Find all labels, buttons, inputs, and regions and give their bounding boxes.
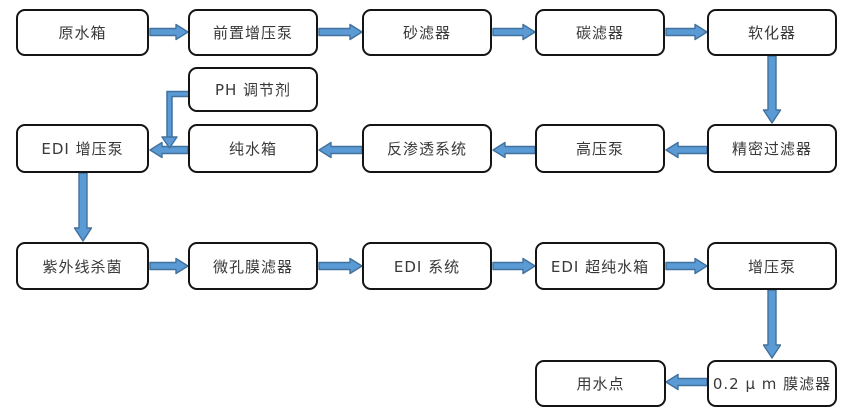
arrow-softener-to-precision-filter [762,55,782,124]
node-precision-filter: 精密过滤器 [707,124,837,173]
node-label: 原水箱 [58,24,107,42]
node-label: 增压泵 [747,257,796,276]
node-uv-sterilizer: 紫外线杀菌 [16,242,149,290]
arrow-boost-pump-to-membrane-filter-02um [762,289,782,359]
node-sand-filter: 砂滤器 [362,9,492,56]
arrow-edi-system-to-edi-ultrapure-tank [492,257,536,275]
arrow-uv-sterilizer-to-micro-membrane-filter [149,257,189,275]
arrow-precision-filter-to-high-pressure-pump [665,141,708,159]
connector-ph-adjuster-arrowhead [161,136,178,149]
node-label: 精密过滤器 [731,140,812,158]
node-softener: 软化器 [707,9,837,56]
arrow-raw-water-tank-to-pre-boost-pump [149,23,189,41]
node-pure-water-tank: 纯水箱 [188,124,318,173]
node-label: EDI 超纯水箱 [550,257,650,276]
arrow-ro-system-to-pure-water-tank [318,141,363,159]
arrow-pure-water-tank-to-edi-boost-pump [149,141,189,159]
arrow-pre-boost-pump-to-sand-filter [318,23,363,41]
node-label: 砂滤器 [402,24,451,42]
node-label: 软化器 [747,24,796,42]
node-edi-system: EDI 系统 [362,242,492,290]
node-high-pressure-pump: 高压泵 [535,124,665,173]
node-boost-pump: 增压泵 [707,242,837,290]
node-edi-ultrapure-tank: EDI 超纯水箱 [535,242,665,290]
node-label: 高压泵 [575,140,624,158]
node-carbon-filter: 碳滤器 [535,9,665,56]
node-raw-water-tank: 原水箱 [16,9,149,56]
arrow-carbon-filter-to-softener [665,23,708,41]
node-label: 纯水箱 [228,140,277,158]
node-water-use-point: 用水点 [535,360,666,407]
arrow-micro-membrane-filter-to-edi-system [318,257,363,275]
node-label: 前置增压泵 [212,24,293,42]
arrow-membrane-filter-02um-to-water-use-point [665,373,708,391]
node-pre-boost-pump: 前置增压泵 [188,9,318,56]
node-ro-system: 反渗透系统 [362,124,492,173]
node-micro-membrane-filter: 微孔膜滤器 [188,242,318,290]
node-membrane-filter-02um: 0.2 μ m 膜滤器 [707,360,837,407]
node-label: 0.2 μ m 膜滤器 [712,375,832,393]
node-label: EDI 增压泵 [41,140,124,158]
node-label: 紫外线杀菌 [42,257,123,276]
node-label: 用水点 [576,375,625,393]
node-label: PH 调节剂 [214,81,292,99]
node-label: EDI 系统 [393,257,461,276]
node-label: 反渗透系统 [386,140,467,158]
node-label: 微孔膜滤器 [212,257,293,276]
arrow-sand-filter-to-carbon-filter [492,23,536,41]
node-ph-adjuster: PH 调节剂 [188,67,318,112]
arrow-edi-ultrapure-tank-to-boost-pump [665,257,708,275]
arrow-high-pressure-pump-to-ro-system [492,141,536,159]
node-edi-boost-pump: EDI 增压泵 [16,124,149,173]
connector-ph-adjuster-line [167,92,188,138]
node-label: 碳滤器 [575,24,624,42]
connector-ph-adjuster-outline [166,90,188,138]
arrow-edi-boost-pump-to-uv-sterilizer [73,172,93,242]
